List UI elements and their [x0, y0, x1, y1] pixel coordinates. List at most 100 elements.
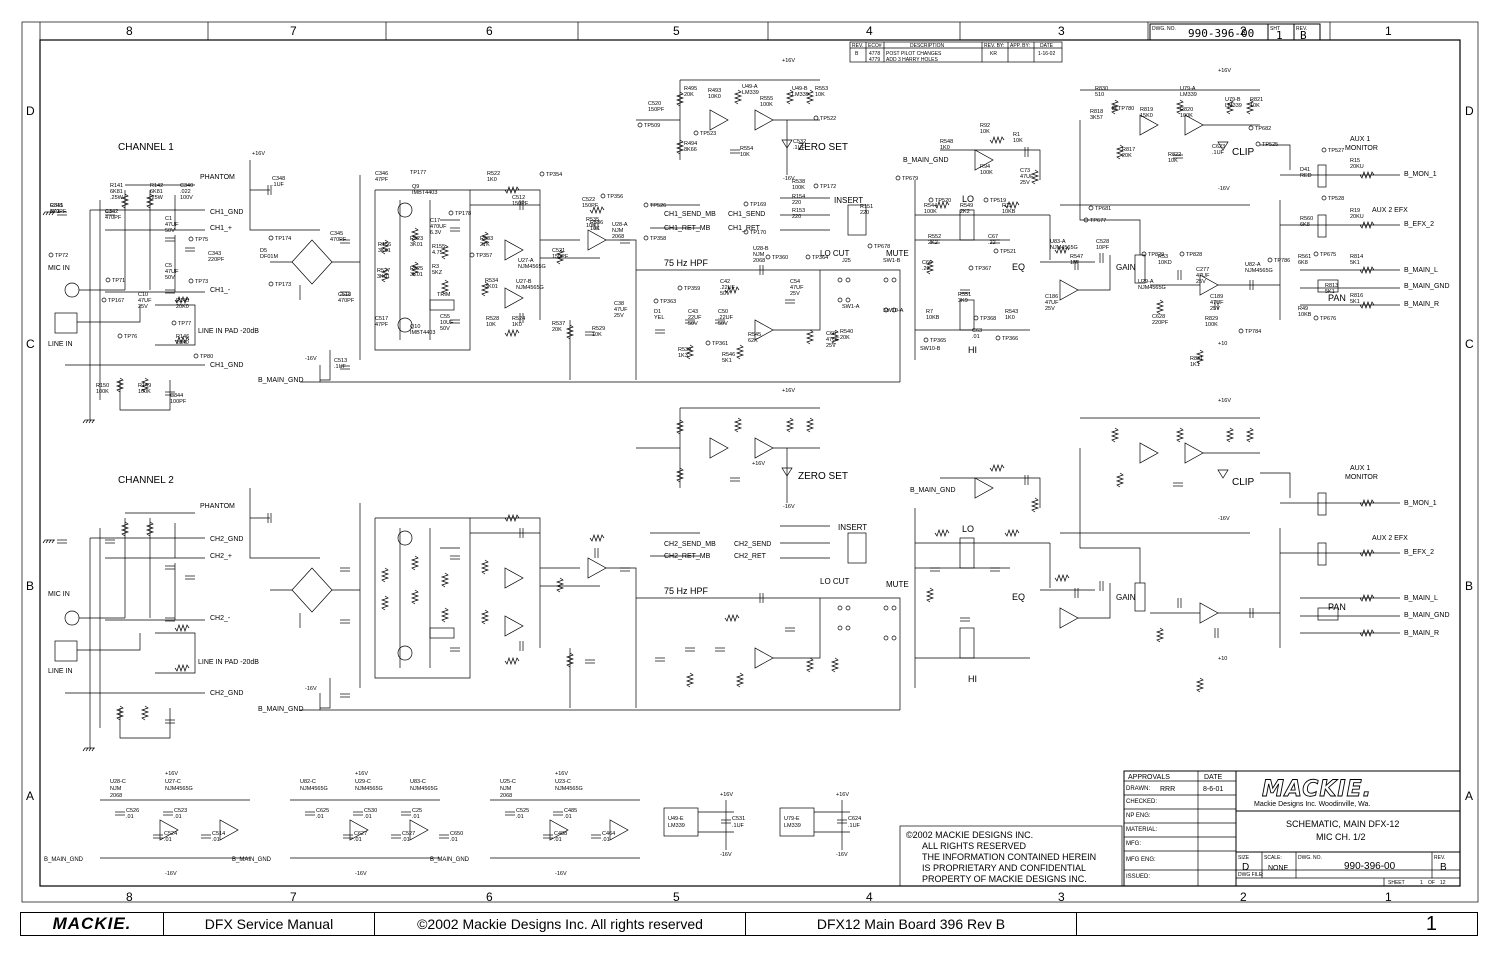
svg-text:DESCRIPTION: DESCRIPTION: [910, 43, 945, 49]
part-label: SW10-A: [883, 308, 904, 314]
svg-text:LINE IN: LINE IN: [48, 668, 73, 675]
opamp-label: NJM4565G: [300, 786, 328, 792]
part-label: TP177: [410, 170, 426, 176]
test-point-label: TP367: [975, 266, 991, 272]
part-label: R7: [926, 309, 933, 315]
part-label: 47UF: [165, 222, 179, 228]
title-block: APPROVALS DATE DRAWN: RRR 8-6-01 CHECKED…: [1123, 770, 1461, 887]
cap-label: C527: [402, 831, 415, 837]
svg-text:SHEET: SHEET: [1388, 880, 1405, 886]
resistor-symbol: [1110, 99, 1120, 115]
part-label: R494: [684, 141, 697, 147]
part-label: C521: [552, 248, 565, 254]
test-point-icon: [968, 265, 974, 271]
resistor-symbol: [115, 705, 125, 721]
part-label: 10K: [1250, 103, 1260, 109]
top-sht-label: SHT: [1270, 26, 1280, 32]
resistor-symbol: [1195, 677, 1205, 693]
test-point-icon: [637, 122, 643, 128]
resistor-symbol: [145, 521, 155, 537]
part-label: 150PF: [552, 254, 569, 260]
resistor-symbol: [174, 663, 190, 673]
part-label: 50V: [165, 228, 175, 234]
cap-label: .01: [164, 837, 172, 843]
part-label: R522: [487, 171, 500, 177]
opamp-symbol: [1059, 279, 1079, 301]
power-plus10-label: +10: [1218, 656, 1227, 662]
part-label: R15: [1350, 158, 1360, 164]
part-label: NJM4565G: [1245, 268, 1273, 274]
part-label: 150PF: [648, 107, 665, 113]
power-plus-label: +16V: [165, 771, 178, 777]
part-label: U82-A: [1245, 262, 1261, 268]
part-label: 5K1: [1350, 260, 1360, 266]
part-label: R528: [486, 316, 499, 322]
opamp-label: U83-C: [410, 779, 426, 785]
zone-label-top: 1: [1385, 24, 1392, 38]
wire: [119, 708, 171, 739]
zone-label-bottom: 6: [486, 890, 493, 904]
top-sht: 1: [1276, 29, 1283, 42]
zone-label-left: A: [26, 789, 34, 803]
resistor-symbol: [480, 231, 490, 247]
insert-jack-icon: [847, 204, 867, 236]
test-point-icon: [765, 254, 771, 260]
part-label: 8K66: [684, 147, 697, 153]
test-point-label: TP520: [935, 198, 951, 204]
part-label: NJM: [753, 252, 765, 258]
part-label: U79-B: [1225, 97, 1241, 103]
part-label: 47UF: [1196, 273, 1210, 279]
part-label: R814: [1350, 254, 1363, 260]
part-label: 47UF: [1045, 300, 1059, 306]
part-label: C67: [988, 234, 998, 240]
part-label: R141: [110, 183, 123, 189]
transistor-icon: [397, 530, 413, 546]
svg-text:NONE: NONE: [1268, 865, 1289, 872]
resistor-symbol: [1245, 99, 1255, 115]
part-label: C1: [165, 216, 172, 222]
part-label: .1UF: [334, 364, 347, 370]
part-label: 20K: [1122, 153, 1132, 159]
ground-hatch: [82, 419, 86, 424]
part-label: C189: [1210, 294, 1223, 300]
zone-label-right: B: [1465, 579, 1473, 593]
resistor-symbol: [805, 89, 815, 105]
svg-text:KR: KR: [990, 51, 997, 57]
resistor-symbol: [785, 89, 795, 105]
part-label: 6K8: [1298, 260, 1308, 266]
part-label: 5K1: [1325, 289, 1335, 295]
part-label: R817: [1122, 147, 1135, 153]
resistor-symbol: [1054, 573, 1070, 583]
wire: [77, 305, 141, 323]
part-label: 100K: [1205, 322, 1218, 328]
opamp-symbol: [549, 819, 569, 841]
part-label: C50: [718, 309, 728, 315]
svg-text:DRAWN:: DRAWN:: [1126, 786, 1150, 792]
switch-contact-icon: [837, 297, 843, 303]
resistor-symbol: [1175, 99, 1185, 115]
resistor-symbol: [504, 513, 520, 523]
part-label: C5: [165, 263, 172, 269]
part-label: 2K2: [960, 209, 970, 215]
part-label: 220PF: [208, 257, 225, 263]
svg-text:DWG. NO.: DWG. NO.: [1298, 855, 1322, 861]
part-label: .01: [972, 334, 980, 340]
svg-text:LO CUT: LO CUT: [820, 577, 849, 586]
test-point-label: TP521: [1000, 249, 1016, 255]
part-label: C60: [826, 331, 836, 337]
part-label: 47UF: [1210, 300, 1224, 306]
channel-1-circuit: [42, 79, 1400, 424]
zone-label-bottom: 2: [1240, 890, 1247, 904]
resistor-symbol: [440, 279, 450, 295]
resistor-symbol: [504, 328, 520, 338]
part-label: 10PF: [1096, 245, 1110, 251]
part-label: R552: [928, 234, 941, 240]
part-label: R53: [1158, 254, 1168, 260]
zone-label-right: C: [1465, 337, 1474, 351]
part-label: 3K01: [377, 274, 390, 280]
opamp-symbol: [754, 647, 774, 669]
wire: [249, 160, 320, 231]
test-point-label: TP784: [1245, 329, 1261, 335]
cap-label: C25: [412, 808, 422, 814]
